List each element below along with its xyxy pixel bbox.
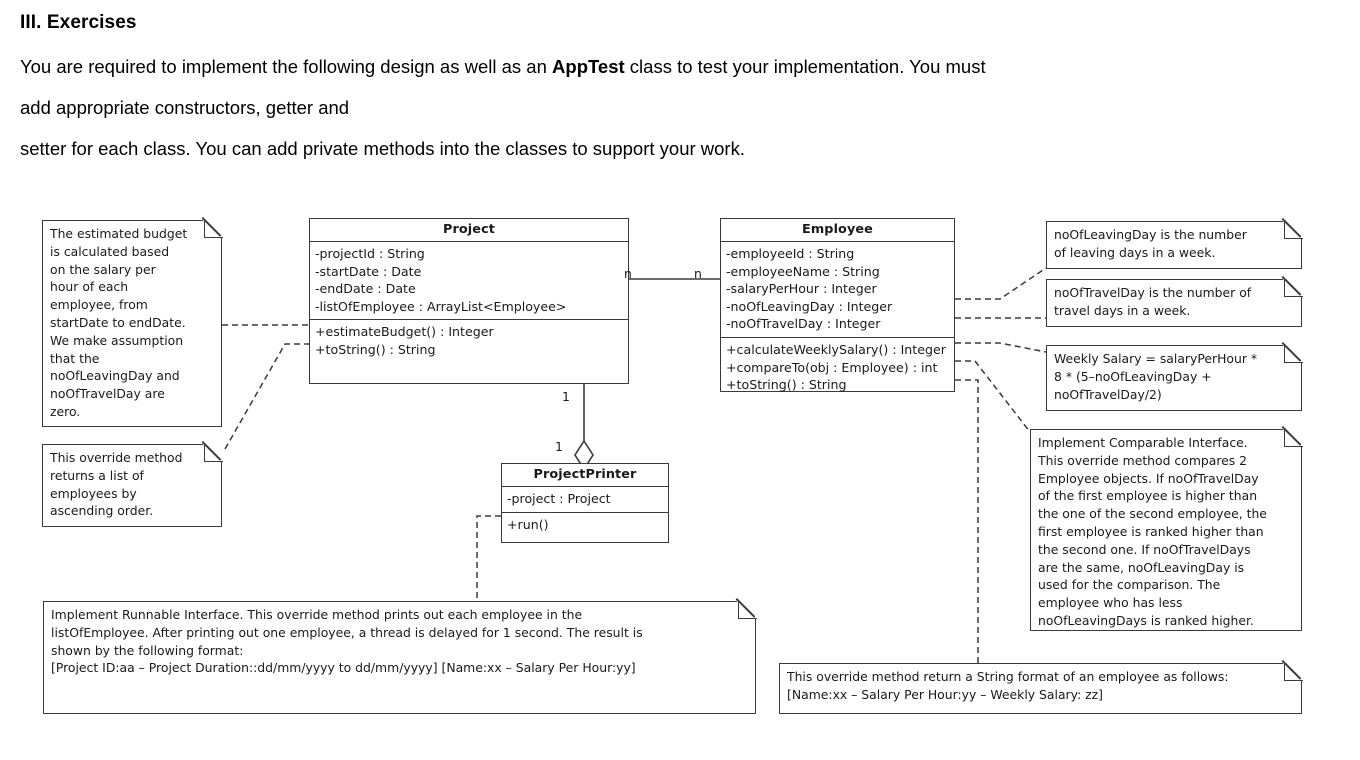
multiplicity-project-side: n — [624, 266, 632, 281]
note-fold-icon — [1284, 220, 1303, 239]
note-fold-icon — [204, 443, 223, 462]
attribute-row: -employeeId : String — [726, 246, 855, 261]
paragraph-line-2-text: add appropriate constructors, getter and — [20, 97, 350, 118]
class-name-projectprinter: ProjectPrinter — [502, 464, 668, 487]
note-fold-icon — [1284, 344, 1303, 363]
operation-row: +toString() : String — [726, 377, 847, 393]
attribute-row: -listOfEmployee : ArrayList<Employee> — [315, 298, 567, 314]
wire-note-leavingday — [955, 267, 1047, 300]
class-box-projectprinter[interactable]: ProjectPrinter -project : Project +run() — [501, 463, 669, 543]
note-no-of-leaving-day: noOfLeavingDay is the number of leaving … — [1046, 219, 1304, 269]
operation-row: +calculateWeeklySalary() : Integer — [726, 341, 946, 357]
note-text: noOfLeavingDay is the number of leaving … — [1046, 221, 1302, 269]
operation-row: +run() — [507, 516, 549, 532]
page-title: III. Exercises — [20, 12, 137, 33]
class-attributes-employee: -employeeId : String -employeeName : Str… — [721, 242, 954, 338]
note-text: This override method returns a list of e… — [42, 444, 222, 527]
paragraph-line-1: You are required to implement the follow… — [20, 55, 986, 79]
note-comparable-interface: Implement Comparable Interface. This ove… — [1030, 427, 1304, 631]
attribute-row: -projectId : String — [315, 246, 425, 261]
class-operations-project: +estimateBudget() : Integer +toString() … — [310, 320, 628, 362]
note-fold-icon — [204, 219, 223, 238]
apptest-emphasis: AppTest — [552, 56, 625, 77]
class-name-project: Project — [310, 219, 628, 242]
multiplicity-project-bottom: 1 — [562, 389, 570, 404]
operation-row: +compareTo(obj : Employee) : int — [726, 359, 938, 375]
paragraph-line-2: add appropriate constructors, getter and — [20, 96, 349, 120]
paragraph-line-1-pre: You are required to implement the follow… — [20, 56, 553, 77]
attribute-row: -salaryPerHour : Integer — [726, 281, 877, 297]
paragraph-line-3: setter for each class. You can add priva… — [20, 137, 745, 161]
note-text: noOfTravelDay is the number of travel da… — [1046, 279, 1302, 327]
operation-row: +estimateBudget() : Integer — [315, 324, 494, 340]
note-text: Implement Comparable Interface. This ove… — [1030, 429, 1302, 631]
wire-note-runnable — [476, 515, 501, 601]
class-attributes-project: -projectId : String -startDate : Date -e… — [310, 242, 628, 321]
note-runnable-interface: Implement Runnable Interface. This overr… — [43, 599, 758, 714]
class-operations-employee: +calculateWeeklySalary() : Integer +comp… — [721, 338, 954, 398]
attribute-row: -noOfLeavingDay : Integer — [726, 298, 893, 314]
note-employee-tostring: This override method return a String for… — [779, 661, 1304, 714]
class-name-employee: Employee — [721, 219, 954, 242]
class-attributes-projectprinter: -project : Project — [502, 487, 668, 513]
wire-note-comparable — [955, 360, 1031, 433]
note-text: The estimated budget is calculated based… — [42, 220, 222, 427]
note-fold-icon — [738, 600, 757, 619]
operation-row: +toString() : String — [315, 341, 436, 357]
wire-note-tostring-employee — [955, 379, 979, 663]
note-weekly-salary-formula: Weekly Salary = salaryPerHour * 8 * (5–n… — [1046, 343, 1304, 411]
note-fold-icon — [1284, 428, 1303, 447]
paragraph-line-1-post: class to test your implementation. You m… — [624, 56, 986, 77]
note-project-tostring: This override method returns a list of e… — [42, 442, 224, 527]
class-box-project[interactable]: Project -projectId : String -startDate :… — [309, 218, 629, 384]
note-fold-icon — [1284, 278, 1303, 297]
attribute-row: -noOfTravelDay : Integer — [726, 316, 881, 332]
attribute-row: -employeeName : String — [726, 263, 880, 279]
multiplicity-printer-top: 1 — [555, 439, 563, 454]
attribute-row: -startDate : Date — [315, 263, 422, 279]
note-text: Weekly Salary = salaryPerHour * 8 * (5–n… — [1046, 345, 1302, 411]
multiplicity-employee-side: n — [694, 266, 702, 281]
note-no-of-travel-day: noOfTravelDay is the number of travel da… — [1046, 277, 1304, 327]
note-fold-icon — [1284, 662, 1303, 681]
note-estimated-budget: The estimated budget is calculated based… — [42, 218, 224, 427]
attribute-row: -endDate : Date — [315, 281, 416, 297]
paragraph-line-3-text: setter for each class. You can add priva… — [20, 138, 745, 159]
wire-note-tostring-project — [224, 343, 309, 450]
wire-note-weeklysalary — [955, 342, 1047, 353]
attribute-row: -project : Project — [507, 491, 611, 506]
note-text: This override method return a String for… — [779, 663, 1302, 714]
class-operations-projectprinter: +run() — [502, 513, 668, 538]
class-box-employee[interactable]: Employee -employeeId : String -employeeN… — [720, 218, 955, 392]
note-text: Implement Runnable Interface. This overr… — [43, 601, 756, 714]
